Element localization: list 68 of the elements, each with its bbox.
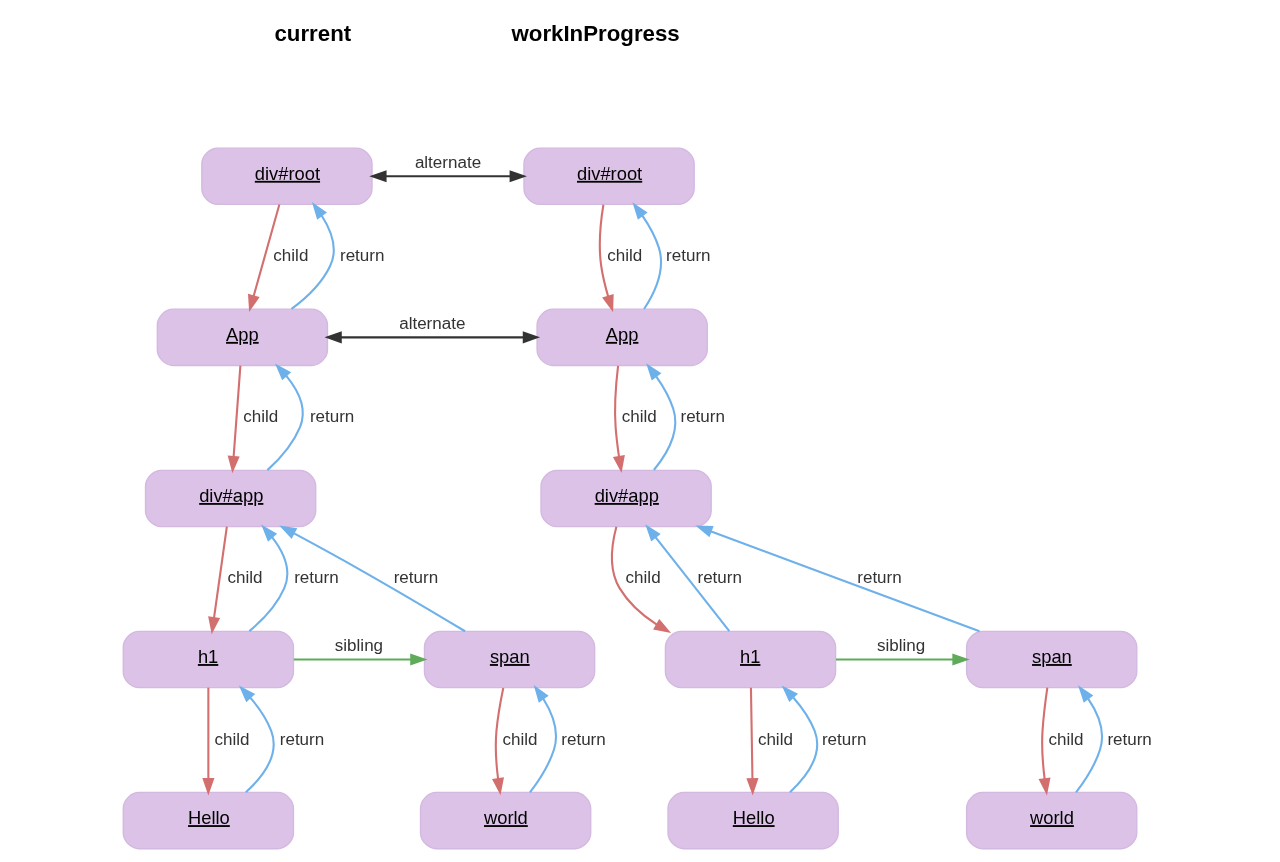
edge-label: child <box>625 568 661 588</box>
edge-label: child <box>621 407 657 427</box>
arrow <box>612 365 625 474</box>
edge-label: return <box>279 729 324 749</box>
arrow <box>248 524 288 632</box>
edge-label: child <box>242 407 278 427</box>
edge-label: alternate <box>398 313 465 333</box>
arrow <box>631 202 662 310</box>
arrow <box>781 685 818 793</box>
node-box: h1 <box>122 630 294 689</box>
edge-label: alternate <box>414 152 481 172</box>
edge-label: return <box>665 246 711 266</box>
node-box: div#app <box>539 469 712 528</box>
label: workInProgress <box>511 20 680 46</box>
node-box: Hello <box>666 791 839 850</box>
edge-label: child <box>213 729 249 749</box>
arrow <box>644 524 730 632</box>
arrow <box>1038 687 1051 796</box>
arrow <box>227 365 241 474</box>
node-box: div#app <box>144 469 316 528</box>
node-box: span <box>423 630 595 689</box>
arrow <box>1074 685 1103 794</box>
edge-label: return <box>697 568 742 588</box>
node-box: world <box>965 791 1137 850</box>
edge-label: child <box>272 246 308 266</box>
edge-label: return <box>293 568 339 588</box>
edge-label: return <box>560 729 606 749</box>
arrow <box>610 526 671 633</box>
arrow <box>247 204 280 313</box>
arrow <box>368 170 527 183</box>
arrow <box>491 687 504 796</box>
edge-label: sibling <box>334 635 383 655</box>
edge-label: child <box>502 729 538 749</box>
arrow <box>207 526 228 635</box>
edge-label: return <box>1106 729 1152 749</box>
edge-label: return <box>679 407 725 427</box>
edge-label: child <box>606 246 642 266</box>
edge-label: child <box>1048 729 1084 749</box>
arrow <box>290 202 335 310</box>
arrow <box>238 685 275 794</box>
arrow <box>278 525 466 633</box>
arrow <box>293 653 428 666</box>
edge-label: return <box>856 568 902 588</box>
node-box: App <box>535 308 708 367</box>
arrow <box>201 687 214 796</box>
node-box: div#root <box>200 147 373 206</box>
label: current <box>273 20 351 46</box>
arrow <box>645 363 676 471</box>
node-box: Hello <box>122 791 294 850</box>
edge-label: return <box>339 246 384 266</box>
arrow <box>323 331 540 344</box>
arrow <box>835 653 970 666</box>
edge-label: child <box>227 568 263 588</box>
arrow <box>528 685 557 794</box>
node-box: App <box>156 308 328 367</box>
arrow <box>694 525 980 633</box>
node-box: span <box>965 630 1137 689</box>
node-box: div#root <box>522 147 695 206</box>
arrow <box>266 363 304 471</box>
edge-label: return <box>821 729 866 749</box>
node-box: world <box>419 791 591 850</box>
node-box: h1 <box>664 630 836 689</box>
edge-label: child <box>757 729 793 749</box>
arrow <box>745 687 758 796</box>
edge-label: sibling <box>876 635 925 655</box>
arrow <box>598 204 614 313</box>
edge-label: return <box>393 568 438 588</box>
edge-label: return <box>309 407 354 427</box>
